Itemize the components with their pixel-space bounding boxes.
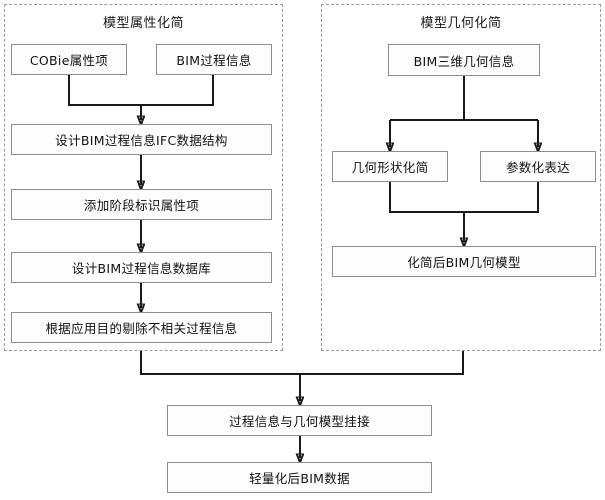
- node-lightweight-bim-data[interactable]: 轻量化后BIM数据: [167, 462, 432, 493]
- node-add-phase-attribute[interactable]: 添加阶段标识属性项: [11, 189, 272, 220]
- node-ifc-data-structure[interactable]: 设计BIM过程信息IFC数据结构: [11, 124, 272, 155]
- node-parametric-expression[interactable]: 参数化表达: [480, 151, 596, 182]
- node-process-info-database[interactable]: 设计BIM过程信息数据库: [11, 252, 272, 283]
- node-simplified-bim-geometry-model[interactable]: 化简后BIM几何模型: [332, 246, 596, 277]
- node-cobie-attributes[interactable]: COBie属性项: [11, 44, 127, 75]
- panel-model-geometry-simplification: [321, 4, 601, 351]
- node-bim-process-info[interactable]: BIM过程信息: [156, 44, 272, 75]
- node-attach-process-info-to-geometry[interactable]: 过程信息与几何模型挂接: [167, 405, 432, 436]
- panel-left-title: 模型属性化简: [102, 16, 184, 31]
- panel-right-title: 模型几何化简: [420, 16, 502, 31]
- node-bim-3d-geometry-info[interactable]: BIM三维几何信息: [388, 44, 540, 76]
- panel-model-attribute-simplification: [4, 4, 283, 351]
- node-remove-irrelevant-process-info[interactable]: 根据应用目的剔除不相关过程信息: [11, 312, 272, 343]
- node-geometry-shape-simplification[interactable]: 几何形状化简: [332, 151, 448, 182]
